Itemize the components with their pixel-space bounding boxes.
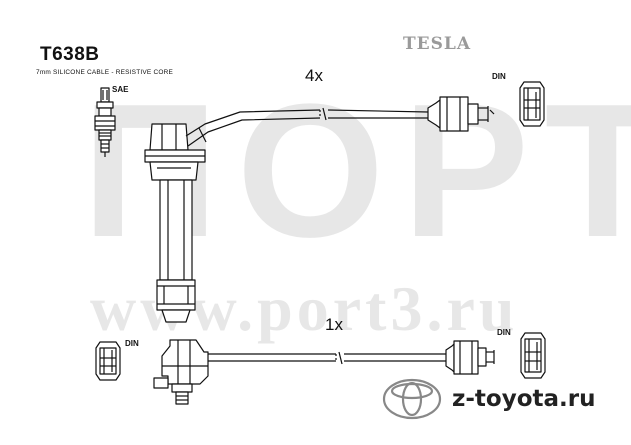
din-plug-upper: [427, 96, 495, 132]
site-name[interactable]: z-toyota.ru: [452, 386, 596, 412]
spark-plug-icon: [94, 87, 116, 157]
din-terminal-icon-bottom-right: [520, 332, 546, 379]
din-label-bottom-left: DIN: [125, 339, 139, 348]
cable-description: 7mm SILICONE CABLE - RESISTIVE CORE: [36, 69, 174, 76]
lower-cable: [208, 351, 446, 365]
angled-boot-lower: [153, 339, 209, 405]
din-plug-lower: [445, 340, 495, 375]
din-terminal-icon-bottom-left: [95, 341, 121, 381]
lower-cable-quantity: 1x: [325, 315, 343, 334]
din-label-bottom-right: DIN: [497, 328, 511, 337]
brand-logo-text: TESLA: [403, 34, 472, 54]
din-terminal-icon-top-right: [519, 81, 545, 127]
sae-label: SAE: [112, 85, 129, 94]
part-code: T638B: [40, 44, 100, 65]
toyota-logo-icon: [382, 378, 442, 420]
upper-cable: [185, 107, 429, 147]
coil-boot-long: [144, 123, 206, 323]
din-label-top-right: DIN: [492, 72, 506, 81]
upper-cable-quantity: 4x: [305, 66, 323, 85]
